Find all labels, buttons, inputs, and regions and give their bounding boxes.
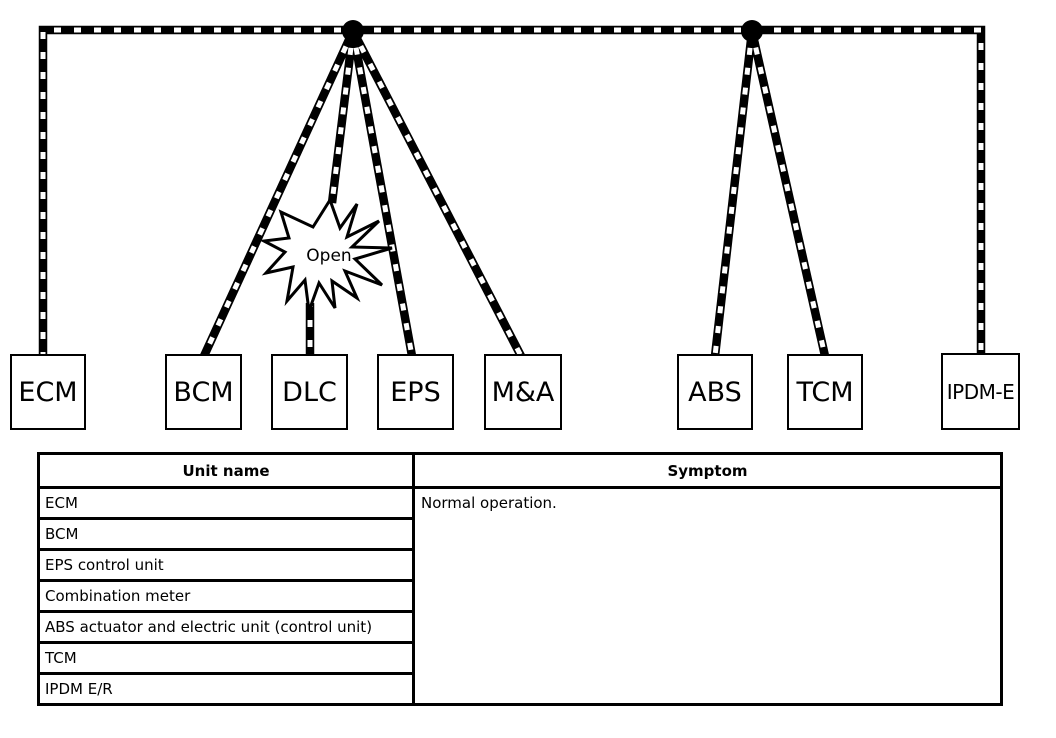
- table-row-ipdm: IPDM E/R: [45, 680, 113, 698]
- symptom-cell: Normal operation.: [421, 494, 557, 512]
- unit-name-column: ECM BCM EPS control unit Combination met…: [40, 489, 415, 703]
- table-row-abs: ABS actuator and electric unit (control …: [40, 613, 412, 644]
- open-circuit-burst: [259, 196, 393, 312]
- table-row-bcm: BCM: [40, 520, 412, 551]
- unit-box-bcm: BCM: [165, 354, 242, 430]
- bus-lines: [38, 25, 986, 358]
- bus-node-2: [741, 20, 763, 42]
- table-row-eps: EPS control unit: [40, 551, 412, 582]
- symptom-table: Unit name Symptom ECM BCM EPS control un…: [37, 452, 1003, 706]
- unit-box-dlc: DLC: [271, 354, 348, 430]
- bus-lines-dash-overlay: [40, 27, 984, 358]
- table-header-row: Unit name Symptom: [40, 455, 1000, 489]
- table-row-tcm: TCM: [40, 644, 412, 675]
- unit-box-ma: M&A: [484, 354, 562, 430]
- unit-box-ipdm-e: IPDM-E: [941, 353, 1020, 430]
- open-label: Open: [306, 246, 351, 266]
- unit-box-ecm: ECM: [10, 354, 86, 430]
- column-header-unit-name: Unit name: [40, 455, 415, 486]
- can-bus-diagram: Open: [38, 20, 986, 358]
- unit-box-abs: ABS: [677, 354, 753, 430]
- bus-node-1: [342, 20, 364, 42]
- table-row-combination-meter: Combination meter: [40, 582, 412, 613]
- column-header-symptom: Symptom: [667, 461, 748, 480]
- unit-box-eps: EPS: [377, 354, 454, 430]
- unit-box-tcm: TCM: [787, 354, 863, 430]
- table-row-ecm: ECM: [40, 489, 412, 520]
